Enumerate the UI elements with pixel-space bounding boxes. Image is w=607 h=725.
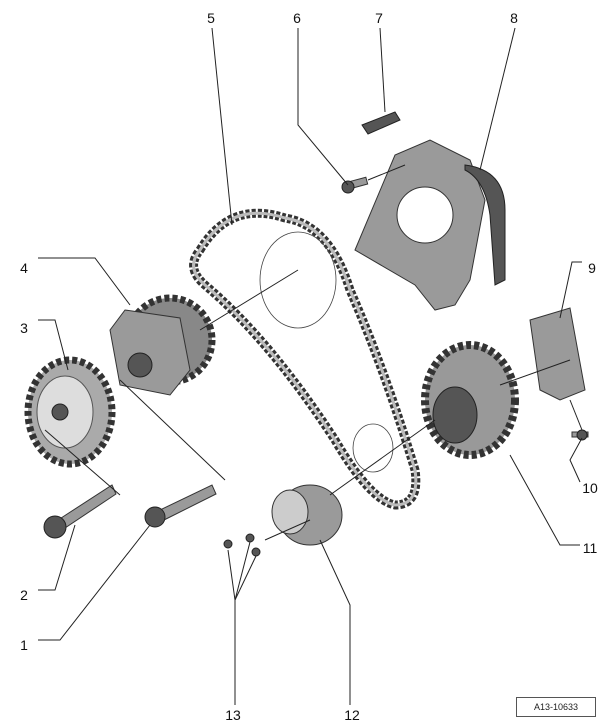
callout-7: 7	[375, 10, 383, 26]
drive-hub	[271, 484, 343, 546]
leader-lines	[38, 27, 583, 705]
reference-id: A13-10633	[516, 697, 596, 717]
bolt-1	[144, 484, 217, 528]
crankshaft-sprocket	[421, 341, 519, 459]
callout-9: 9	[588, 260, 596, 276]
callout-11: 11	[582, 540, 598, 556]
camshaft-adjuster	[109, 294, 216, 396]
tensioner-rail-9	[529, 307, 586, 401]
callout-5: 5	[207, 10, 215, 26]
bolt-6	[341, 176, 369, 194]
callout-13: 13	[225, 707, 241, 723]
callout-2: 2	[20, 587, 28, 603]
callout-4: 4	[20, 260, 28, 276]
callout-6: 6	[293, 10, 301, 26]
bolt-10	[571, 429, 589, 441]
callout-12: 12	[344, 707, 360, 723]
callout-3: 3	[20, 320, 28, 336]
callout-8: 8	[510, 10, 518, 26]
camshaft-sprocket	[24, 356, 116, 468]
guide-rail-pin	[361, 111, 401, 135]
callout-10: 10	[582, 480, 598, 496]
assembly-lines	[44, 164, 583, 541]
small-bolts	[223, 533, 261, 557]
callout-1: 1	[20, 637, 28, 653]
bolt-2	[43, 484, 117, 539]
chain-tensioner-housing	[354, 139, 506, 311]
